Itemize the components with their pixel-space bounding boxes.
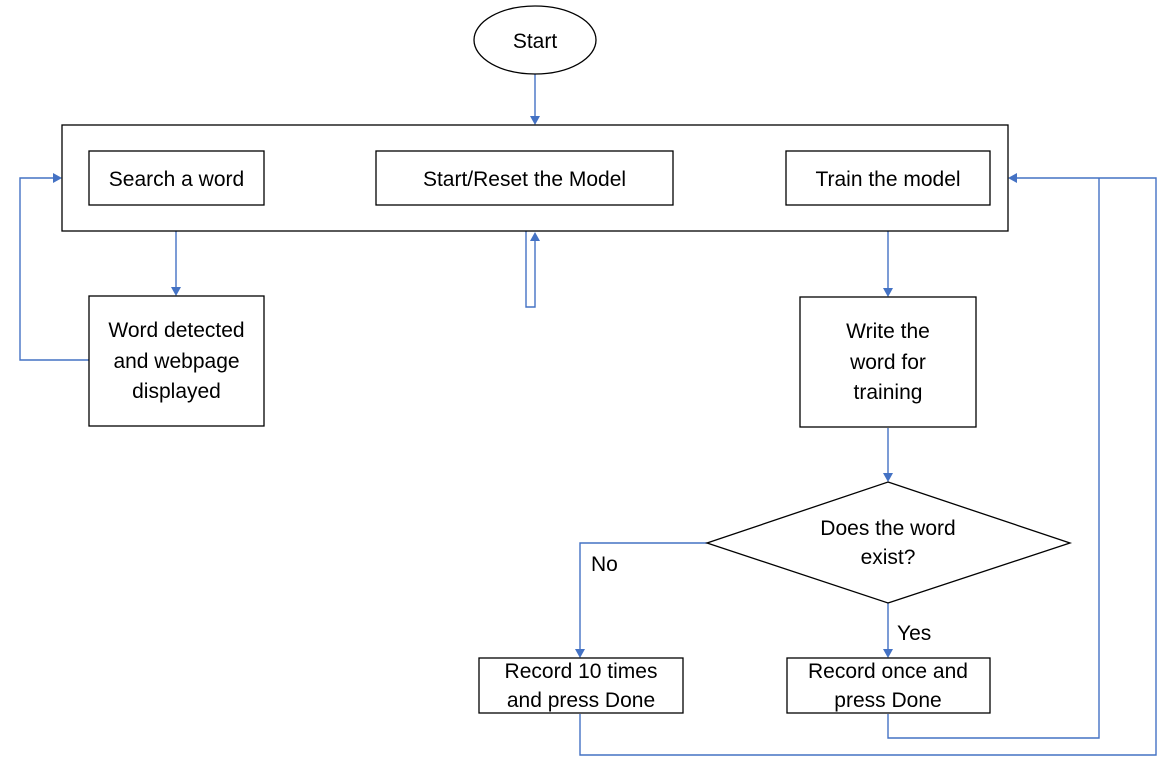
yes-branch-label: Yes	[897, 622, 931, 645]
record-once-node: Record once and press Done	[786, 657, 991, 714]
arrowhead-decision-yes	[883, 649, 893, 658]
reset-model-node: Start/Reset the Model	[375, 150, 674, 206]
start-label: Start	[513, 30, 558, 53]
record-ten-node: Record 10 times and press Done	[478, 657, 684, 714]
word-detected-line-1: Word detected	[108, 319, 244, 342]
reset-model-label: Start/Reset the Model	[423, 168, 626, 191]
decision-line-1: Does the word	[820, 517, 955, 540]
train-model-label: Train the model	[815, 168, 960, 191]
arrowhead-train-to-write	[883, 288, 893, 297]
search-word-node: Search a word	[88, 150, 265, 206]
record-ten-line-1: Record 10 times	[505, 660, 658, 683]
write-word-line-1: Write the	[846, 320, 930, 343]
loop-record-once-to-menu	[887, 178, 1100, 739]
search-word-label: Search a word	[109, 168, 244, 191]
arrowhead-reset-model	[530, 232, 540, 241]
write-word-line-3: training	[854, 381, 923, 404]
word-detected-line-2: and webpage	[113, 350, 239, 373]
loop-detected-to-menu	[19, 177, 89, 361]
decision-line-2: exist?	[861, 546, 916, 569]
train-model-node: Train the model	[785, 150, 991, 206]
arrowhead-start-to-menu	[530, 116, 540, 125]
connectors	[19, 74, 1157, 756]
start-node: Start	[473, 5, 597, 75]
decision-node: Does the word exist?	[704, 481, 1073, 604]
loop-record-ten-to-menu	[579, 177, 1157, 756]
no-branch-label: No	[591, 553, 618, 576]
record-once-line-1: Record once and	[808, 660, 968, 683]
loop-reset-model	[525, 206, 536, 308]
arrowhead-write-to-decision	[883, 473, 893, 482]
write-word-node: Write the word for training	[799, 296, 977, 428]
record-ten-line-2: and press Done	[507, 689, 655, 712]
arrowhead-search-to-detected	[171, 287, 181, 296]
arrow-decision-no	[579, 542, 707, 651]
word-detected-node: Word detected and webpage displayed	[88, 295, 265, 427]
write-word-line-2: word for	[849, 351, 926, 374]
record-once-line-2: press Done	[834, 689, 941, 712]
arrowhead-detected-to-menu	[53, 173, 62, 183]
arrowhead-records-to-menu	[1008, 173, 1017, 183]
word-detected-line-3: displayed	[132, 380, 221, 403]
arrowhead-decision-no	[575, 649, 585, 658]
